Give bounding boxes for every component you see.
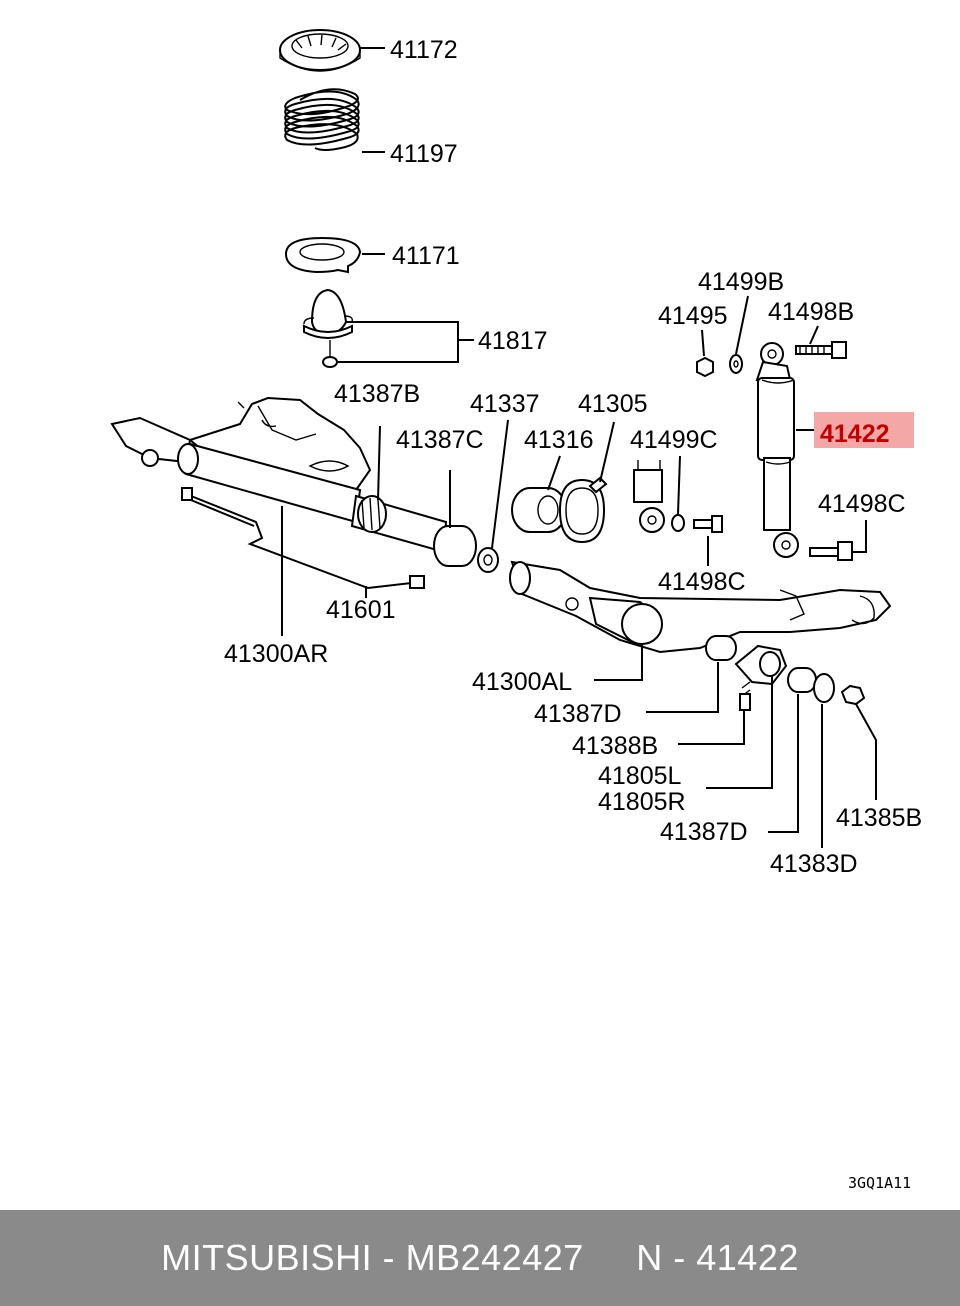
label-41499b: 41499B: [698, 268, 784, 296]
label-41498c-right: 41498C: [818, 490, 906, 518]
label-41495: 41495: [658, 302, 728, 330]
bolt-41388b-part: [739, 681, 751, 711]
bolt-41498b-part: [795, 341, 847, 359]
label-41383d: 41383D: [770, 850, 858, 878]
bump-stop-part: [303, 288, 354, 368]
bolt-41498c-right-part: [809, 541, 853, 561]
label-41305: 41305: [578, 390, 648, 418]
label-41388b: 41388B: [572, 732, 658, 760]
label-41385b: 41385B: [836, 804, 922, 832]
label-41172: 41172: [390, 36, 458, 64]
drawing-code: 3GQ1A11: [848, 1174, 911, 1192]
nut-41385b-part: [840, 684, 866, 706]
label-41498b: 41498B: [768, 298, 854, 326]
label-41387b: 41387B: [334, 380, 420, 408]
label-41197: 41197: [390, 140, 458, 168]
label-41300ar: 41300AR: [224, 640, 328, 668]
washer-41499b-part: [729, 354, 743, 374]
label-41387d-left: 41387D: [534, 700, 622, 728]
label-41817: 41817: [478, 327, 548, 355]
label-41337: 41337: [470, 390, 540, 418]
label-41805r: 41805R: [598, 788, 686, 816]
label-41316: 41316: [524, 426, 594, 454]
label-41171: 41171: [392, 242, 460, 270]
axle-beam-part: [110, 396, 892, 654]
label-41498c-bottom: 41498C: [658, 568, 746, 596]
label-41387d-right: 41387D: [660, 818, 748, 846]
nut-41495-part: [696, 356, 714, 378]
bushing-41387d-left-part: [705, 635, 737, 661]
clamp-41305-part: [558, 476, 608, 544]
part-number-caption: MITSUBISHI - MB242427 N - 41422: [161, 1237, 799, 1278]
stabilizer-rod-41601-part: [181, 487, 425, 590]
washer-41383d-part: [813, 673, 835, 703]
label-41499c: 41499C: [630, 426, 718, 454]
bushing-41316-part: [511, 487, 567, 533]
label-41601: 41601: [326, 596, 396, 624]
parts-diagram: 41172 41197 41171 41817 41499B 41495 414…: [110, 29, 922, 1192]
upper-spring-seat-part: [279, 29, 361, 72]
shock-mount-41499c-part: [633, 460, 723, 533]
bracket-41805-part: [734, 644, 788, 686]
label-41300al: 41300AL: [472, 668, 572, 696]
coil-spring-part: [284, 88, 360, 151]
footer-bar: MITSUBISHI - MB242427 N - 41422: [0, 1210, 960, 1306]
bushing-41387d-right-part: [787, 667, 817, 693]
lower-spring-seat-part: [284, 236, 362, 274]
shock-absorber-part: [755, 342, 799, 558]
label-41422: 41422: [820, 420, 890, 448]
label-41805l: 41805L: [598, 762, 682, 790]
highlight-41422: [814, 412, 914, 448]
label-41387c: 41387C: [396, 426, 484, 454]
